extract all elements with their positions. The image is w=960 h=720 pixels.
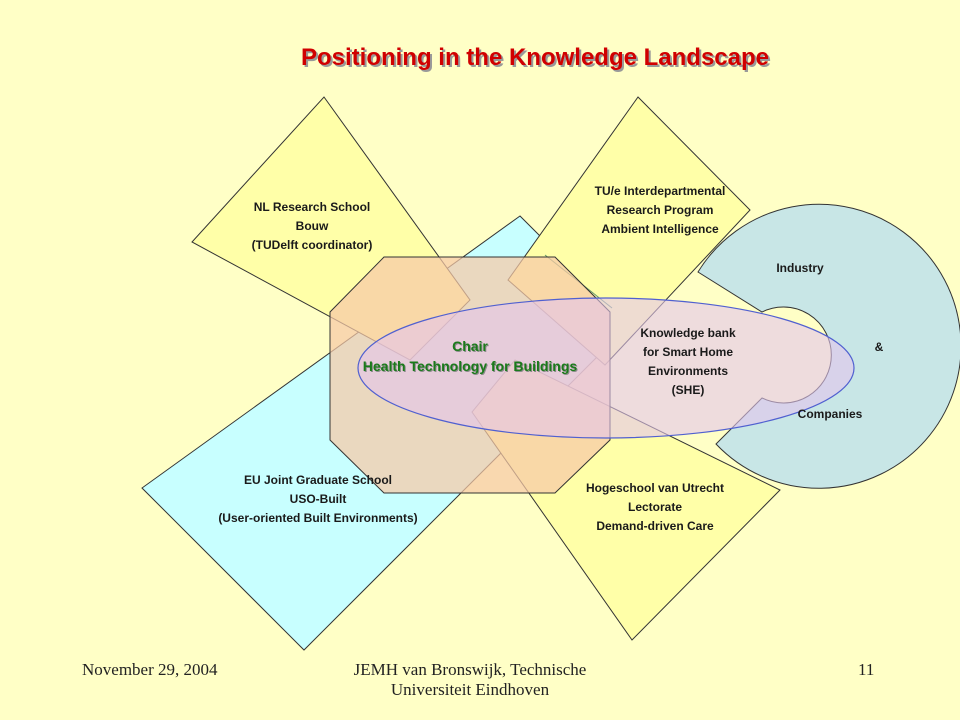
tue-program-label: TU/e Interdepartmental Research Program … [594,184,726,236]
eu-school-label: EU Joint Graduate School USO-Built (User… [218,473,418,525]
slide-title: Positioning in the Knowledge Landscape [300,44,770,71]
chair-label: Chair Health Technology for Buildings [362,338,578,374]
hogeschool-label: Hogeschool van Utrecht Lectorate Demand-… [585,481,725,533]
knowledge-bank-label: Knowledge bank for Smart Home Environmen… [640,326,736,397]
industry-label: Industry [776,261,824,275]
footer-date: November 29, 2004 [82,660,218,679]
footer-page-number: 11 [858,660,875,679]
footer-author: JEMH van Bronswijk, Technische Universit… [353,660,587,699]
nl-research-label: NL Research School Bouw (TUDelft coordin… [251,200,373,252]
knowledge-bank-ellipse-shape [357,297,855,439]
companies-label: Companies [797,407,863,421]
ampersand-label: & [874,340,884,354]
